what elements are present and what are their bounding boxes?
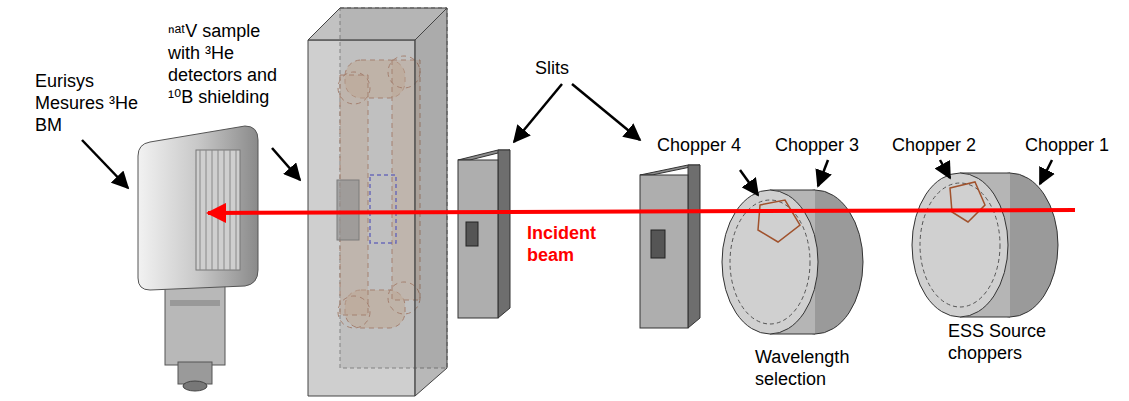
part-label: Chopper 1: [1025, 134, 1125, 156]
leader-arrow: [940, 160, 950, 178]
part-label: Chopper 2: [892, 134, 992, 156]
leader-arrow: [572, 84, 640, 140]
leader-arrow: [82, 140, 128, 188]
part-label: Chopper 3: [775, 134, 875, 156]
leader-arrow: [1040, 160, 1052, 184]
part-label: ⁿᵃᵗV sample with ³He detectors and ¹⁰B s…: [168, 20, 290, 108]
beam-monitor: [138, 126, 258, 391]
part-label: Slits: [535, 57, 615, 79]
part-label: Eurisys Mesures ³He BM: [35, 70, 149, 136]
part-label: Wavelength selection: [755, 346, 867, 390]
leader-arrow: [818, 160, 828, 186]
leader-arrow: [514, 84, 562, 142]
slit: [458, 150, 510, 318]
slit: [640, 165, 700, 328]
part-label: Chopper 4: [657, 134, 757, 156]
incident-beam: [208, 210, 1075, 213]
leader-arrow: [740, 170, 758, 195]
leader-arrow: [272, 148, 300, 180]
source-choppers: [912, 173, 1058, 317]
beam-label: Incident beam: [527, 222, 619, 266]
part-label: ESS Source choppers: [948, 320, 1080, 364]
sample-shielding-box: [308, 8, 447, 396]
